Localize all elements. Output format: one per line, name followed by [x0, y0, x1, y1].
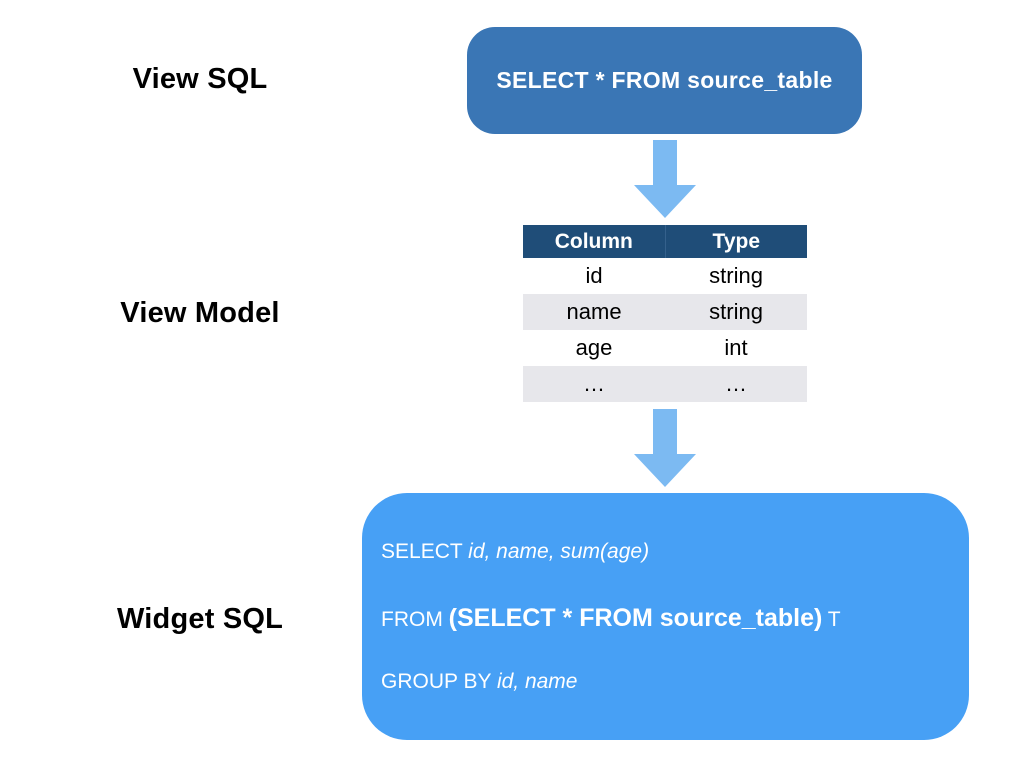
table-row: id string	[523, 258, 807, 294]
table-row: name string	[523, 294, 807, 330]
view-sql-label: View SQL	[132, 63, 268, 95]
widget-sql-groupby-line: GROUP BY id, name	[381, 670, 953, 694]
view-model-label: View Model	[120, 297, 280, 329]
column-cell: age	[575, 335, 613, 360]
table-header-row: Column Type	[523, 225, 807, 258]
view-sql-box: SELECT * FROM source_table	[467, 27, 862, 134]
sql-keyword: SELECT	[381, 540, 469, 563]
type-cell: int	[724, 335, 748, 360]
type-header: Type	[664, 225, 807, 258]
widget-sql-select-line: SELECT id, name, sum(age)	[381, 540, 953, 564]
down-arrow-icon	[634, 140, 696, 218]
table-row: age int	[523, 330, 807, 366]
sql-subquery: (SELECT * FROM source_table)	[448, 604, 823, 632]
sql-fields: id, name	[496, 670, 578, 693]
type-cell: …	[665, 366, 807, 402]
table-row: … …	[523, 366, 807, 402]
down-arrow-icon	[634, 409, 696, 487]
widget-sql-from-line: FROM (SELECT * FROM source_table) T	[381, 604, 953, 633]
column-cell: name	[523, 294, 666, 330]
sql-fields: id, name, sum(age)	[468, 540, 650, 563]
widget-sql-box: SELECT id, name, sum(age) FROM (SELECT *…	[362, 493, 969, 740]
sql-keyword: GROUP BY	[381, 670, 497, 693]
view-sql-query-text: SELECT * FROM source_table	[496, 67, 833, 93]
column-cell: …	[523, 366, 666, 402]
column-header: Column	[523, 225, 666, 258]
sql-alias: T	[822, 608, 841, 631]
type-cell: string	[709, 263, 763, 288]
widget-sql-label: Widget SQL	[116, 603, 284, 635]
column-cell: id	[585, 263, 603, 288]
sql-keyword: FROM	[381, 608, 449, 631]
view-model-table: Column Type id string name string age in…	[523, 225, 807, 402]
type-cell: string	[665, 294, 807, 330]
